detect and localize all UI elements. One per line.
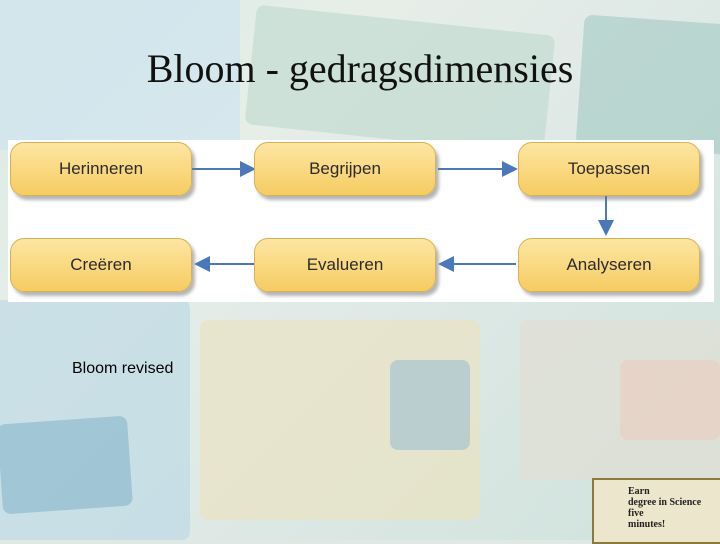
node-evalueren: Evalueren: [254, 238, 436, 292]
node-creeren: Creëren: [10, 238, 192, 292]
node-begrijpen: Begrijpen: [254, 142, 436, 196]
node-herinneren: Herinneren: [10, 142, 192, 196]
book-cover-text: Earn degree in Science five minutes!: [628, 486, 701, 530]
node-analyseren: Analyseren: [518, 238, 700, 292]
book-cover-image: Earn degree in Science five minutes!: [592, 478, 720, 544]
caption-text: Bloom revised: [72, 360, 173, 378]
slide-title: Bloom - gedragsdimensies: [0, 45, 720, 92]
bloom-diagram: Herinneren Begrijpen Toepassen Analysere…: [8, 140, 714, 302]
node-toepassen: Toepassen: [518, 142, 700, 196]
